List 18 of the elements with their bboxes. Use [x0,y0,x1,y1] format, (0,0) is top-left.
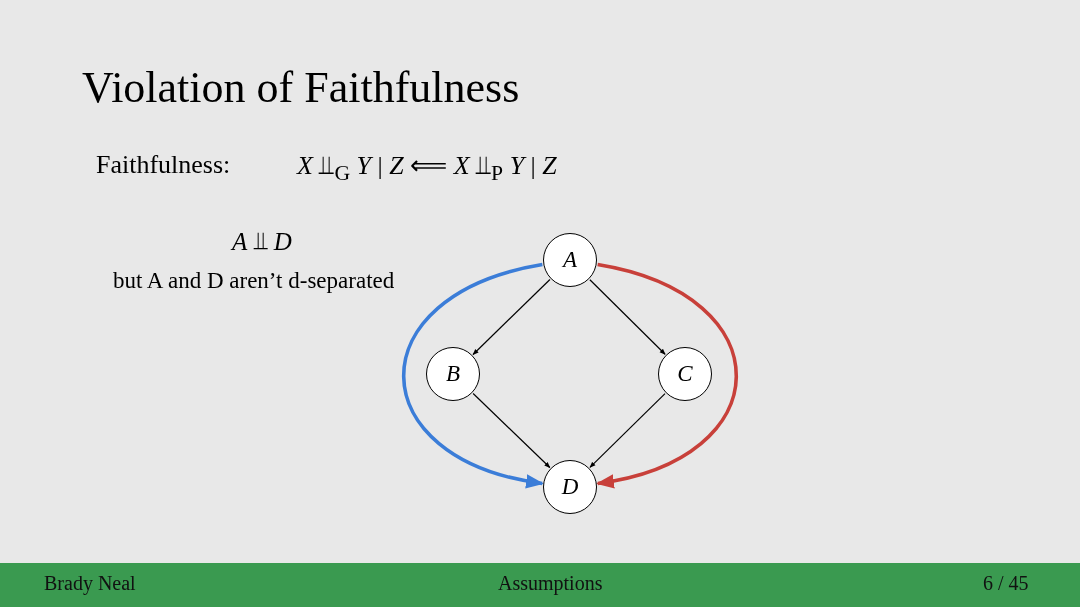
formula: A ⫫ D [232,228,292,257]
annotation-text: but A and D aren’t d-separated [113,268,395,294]
arrow [401,262,544,488]
arrow [589,393,666,468]
formula: X ⫫$_{G}$ Y | Z ⟸ X ⫫$_{P}$ Y | Z [297,150,557,187]
variable-node: D [543,460,597,514]
variable-node: A [543,233,597,287]
arrow [589,279,666,355]
arrow [596,262,739,488]
footer-text: Brady Neal [44,572,136,595]
slide-title: Violation of Faithfulness [82,62,520,113]
arrow [472,278,551,356]
footer-text: Assumptions [498,572,603,595]
term-label: Faithfulness: [96,150,231,180]
page-number: 6 / 45 [983,572,1029,595]
arrow [472,392,551,469]
variable-node: B [426,347,480,401]
variable-node: C [658,347,712,401]
